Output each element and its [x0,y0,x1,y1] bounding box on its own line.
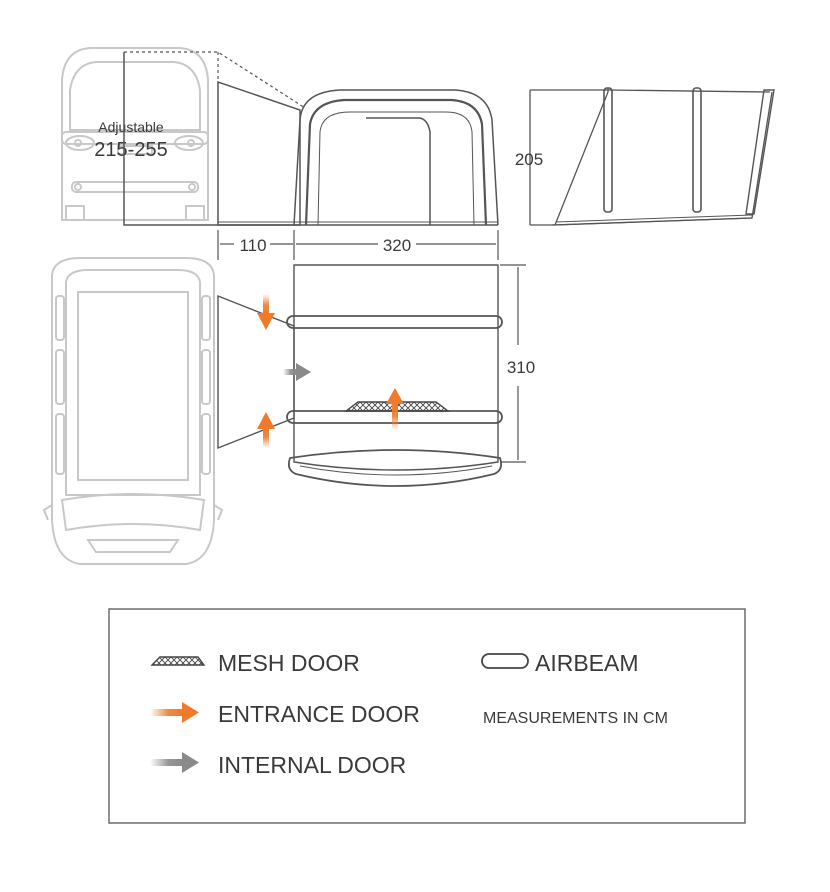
legend-measurements-note: MEASUREMENTS IN CM [483,710,668,727]
floor-plan [217,264,503,487]
tent-body-outline [293,89,499,226]
van-top-view [42,257,224,565]
adjustable-label: Adjustable [98,119,164,135]
side-elevation [123,51,499,226]
height-205-label: 205 [515,150,543,169]
width-110-label: 110 [239,236,266,255]
airbeam-icon [481,653,529,669]
connection-dashed-lines [124,51,306,109]
floor-plan-tent [293,264,499,471]
internal-arrow-icon [283,363,311,381]
mesh-door-icon [150,656,206,666]
internal-arrow-icon [150,752,199,773]
entrance-arrow-icon [257,294,275,330]
floor-plan-tunnel [217,294,295,450]
width-320-label: 320 [383,236,411,255]
width-dimension [217,230,499,260]
entrance-arrow-icon [257,412,275,448]
connection-tunnel [217,80,301,226]
side-profile [529,87,775,226]
depth-dimension [500,264,526,463]
entrance-arrow-icon [386,388,404,430]
legend-airbeam: AIRBEAM [535,650,639,676]
legend-box [108,608,746,824]
entrance-arrow-icon [150,702,199,723]
depth-310-label: 310 [507,358,535,377]
van-rear-view [61,47,209,221]
legend-mesh-door: MESH DOOR [218,650,360,676]
legend-internal-door: INTERNAL DOOR [218,752,406,778]
airbeam-upper [286,315,503,329]
legend-entrance-door: ENTRANCE DOOR [218,701,420,727]
adjustable-range-label: 215-255 [94,139,167,161]
